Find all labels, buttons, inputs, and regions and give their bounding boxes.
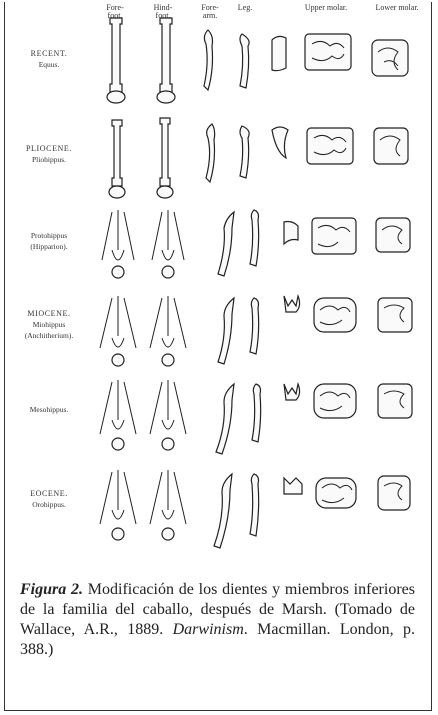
row-eocene-drawings — [100, 470, 410, 548]
row-recent-drawings — [107, 18, 408, 103]
row-miocene-drawings — [100, 296, 412, 366]
caption-figure-label: Figura 2. — [20, 581, 83, 598]
bone-illustrations — [0, 0, 438, 575]
row-pliocene-drawings — [109, 118, 408, 198]
row-protohippus-drawings — [102, 210, 410, 278]
row-mesohippus-drawings — [100, 380, 412, 454]
caption-book-title: Darwinism — [173, 621, 244, 638]
figure-caption: Figura 2. Modificación de los dientes y … — [20, 580, 415, 660]
